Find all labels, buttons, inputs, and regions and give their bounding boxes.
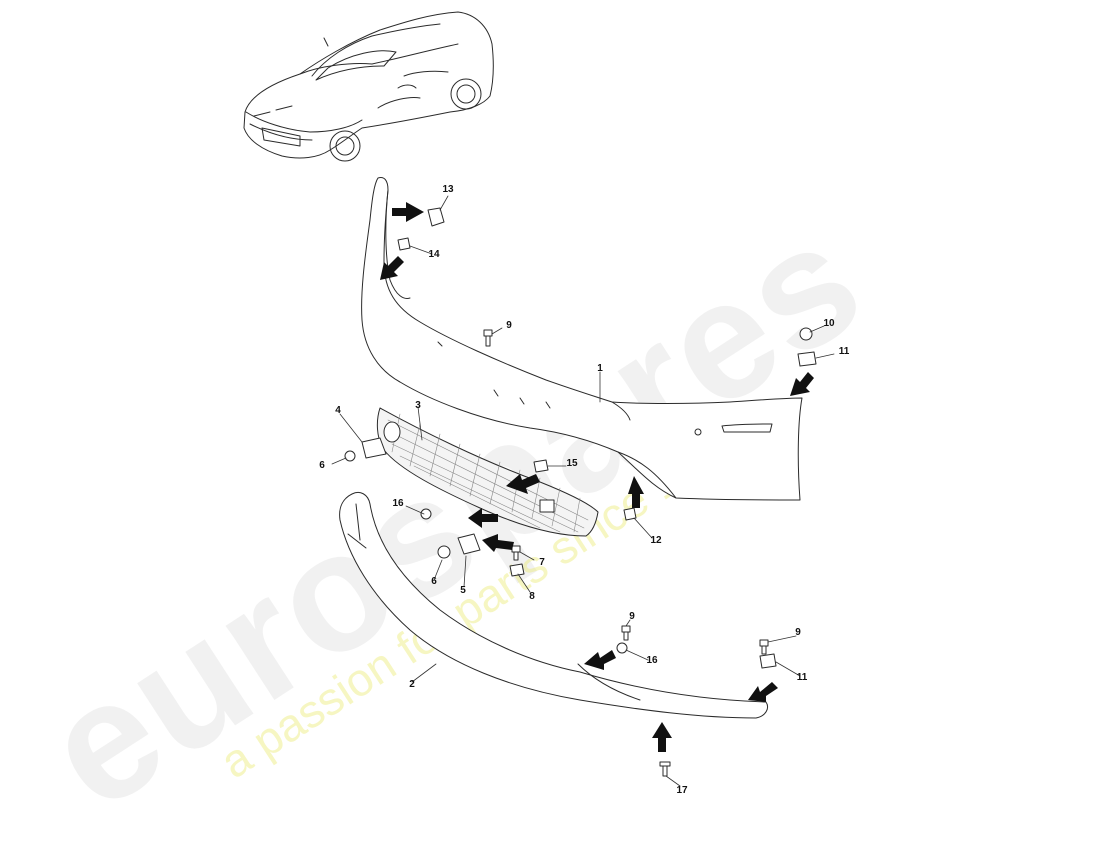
arrow-icon bbox=[392, 202, 424, 222]
callout-8: 8 bbox=[529, 591, 535, 602]
callout-7: 7 bbox=[539, 557, 545, 568]
parts-diagram: eurospares a passion for parts since 198… bbox=[14, 11, 893, 845]
fixings bbox=[344, 207, 817, 777]
callout-10: 10 bbox=[823, 318, 835, 329]
callout-11-lower: 11 bbox=[796, 672, 808, 683]
arrow-icon bbox=[506, 474, 540, 494]
callout-17: 17 bbox=[676, 785, 688, 796]
callout-11-top: 11 bbox=[838, 346, 850, 357]
callout-5: 5 bbox=[460, 585, 466, 596]
callout-4: 4 bbox=[335, 405, 341, 416]
car-illustration-icon bbox=[243, 11, 494, 162]
pointer-arrows bbox=[380, 202, 814, 752]
arrow-icon bbox=[748, 682, 778, 702]
callout-16-lower: 16 bbox=[646, 655, 658, 666]
callout-6-lower: 6 bbox=[431, 576, 437, 587]
callout-15: 15 bbox=[566, 458, 578, 469]
arrow-icon bbox=[584, 650, 616, 670]
grille-mesh bbox=[376, 407, 599, 537]
leader-lines bbox=[331, 195, 835, 787]
arrow-icon bbox=[628, 476, 644, 508]
bumper-cover bbox=[361, 177, 803, 501]
arrow-icon bbox=[790, 372, 814, 396]
callout-3: 3 bbox=[415, 400, 421, 411]
callout-1: 1 bbox=[597, 363, 603, 374]
arrow-icon bbox=[468, 508, 498, 528]
arrow-icon bbox=[380, 256, 404, 280]
callout-16-upper: 16 bbox=[392, 498, 404, 509]
diagram-drawing bbox=[243, 11, 835, 787]
callout-9-right: 9 bbox=[795, 627, 801, 638]
lower-splitter bbox=[339, 491, 769, 719]
callout-2: 2 bbox=[409, 679, 415, 690]
callout-13: 13 bbox=[442, 184, 454, 195]
arrow-icon bbox=[482, 534, 514, 552]
arrow-icon bbox=[652, 722, 672, 752]
callout-9-lower: 9 bbox=[629, 611, 635, 622]
callout-6-left: 6 bbox=[319, 460, 325, 471]
callout-12: 12 bbox=[650, 535, 662, 546]
callout-9-top: 9 bbox=[506, 320, 512, 331]
callout-14: 14 bbox=[428, 249, 440, 260]
